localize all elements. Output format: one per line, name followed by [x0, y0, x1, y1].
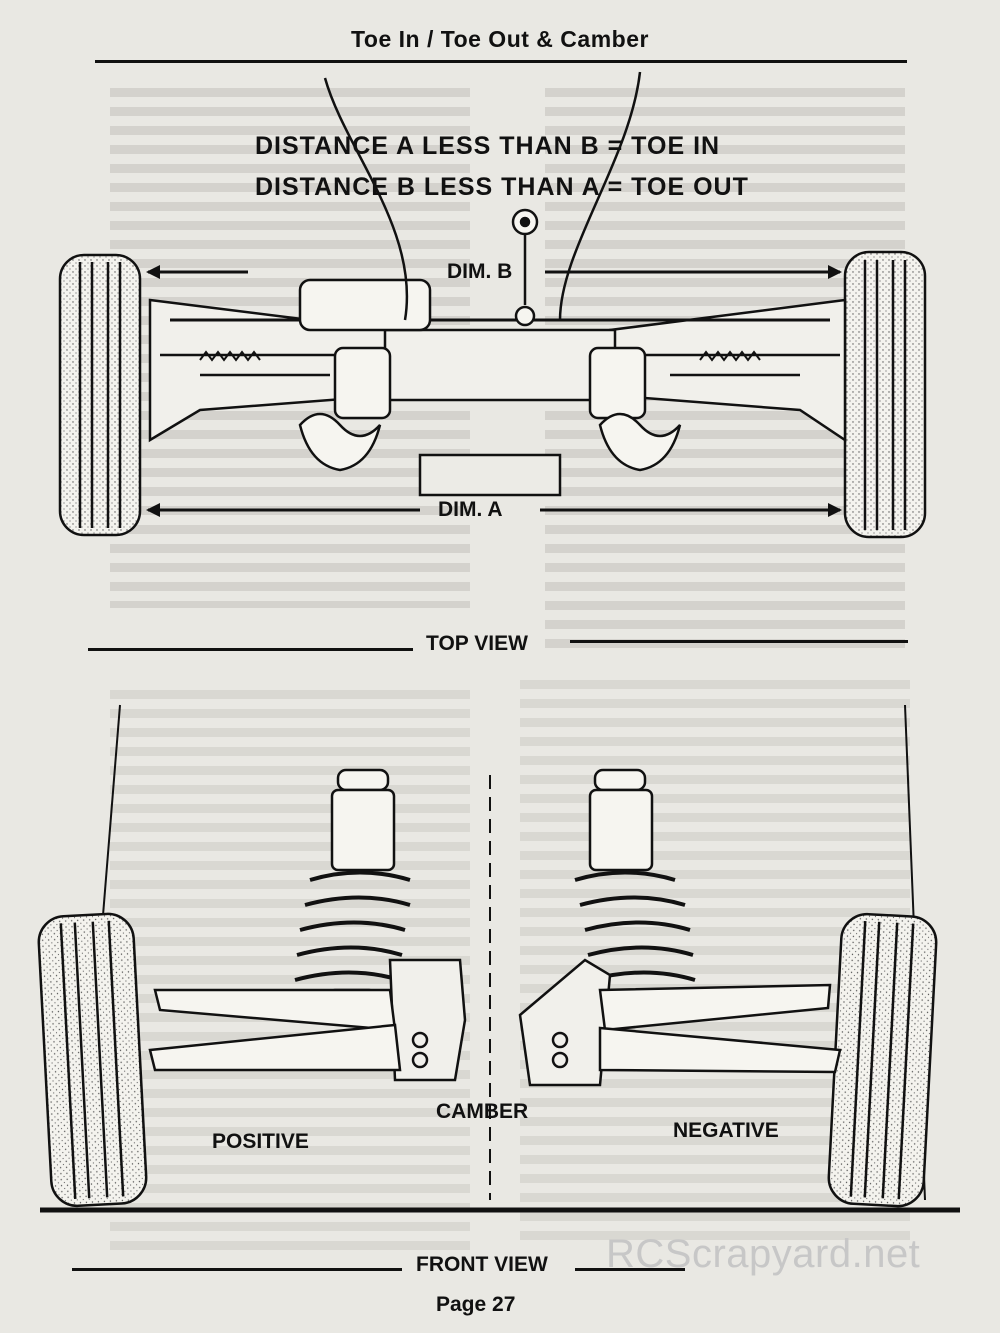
left-tire-top [58, 253, 142, 537]
dim-a-label: DIM. A [438, 498, 503, 521]
front-view-rule-left [72, 1268, 402, 1271]
top-view-diagram [58, 71, 927, 539]
right-tire-top [843, 250, 927, 539]
right-tire-front [827, 912, 938, 1208]
toe-out-definition: DISTANCE B LESS THAN A = TOE OUT [255, 173, 749, 201]
left-tire-front [37, 912, 148, 1208]
front-view-label: FRONT VIEW [416, 1253, 548, 1276]
front-view-rule-right [575, 1268, 685, 1271]
watermark: RCScrapyard.net [606, 1232, 921, 1276]
positive-camber-label: POSITIVE [212, 1130, 309, 1153]
top-view-label: TOP VIEW [426, 632, 528, 655]
title-rule [95, 60, 907, 63]
page-title: Toe In / Toe Out & Camber [351, 26, 649, 52]
top-view-rule-right [570, 640, 908, 643]
top-view-rule-left [88, 648, 413, 651]
front-view-diagram [37, 704, 960, 1213]
page-number: Page 27 [436, 1293, 516, 1316]
dim-b-label: DIM. B [447, 260, 513, 283]
toe-in-definition: DISTANCE A LESS THAN B = TOE IN [255, 132, 721, 160]
negative-camber-label: NEGATIVE [673, 1119, 779, 1142]
camber-label: CAMBER [436, 1100, 529, 1123]
